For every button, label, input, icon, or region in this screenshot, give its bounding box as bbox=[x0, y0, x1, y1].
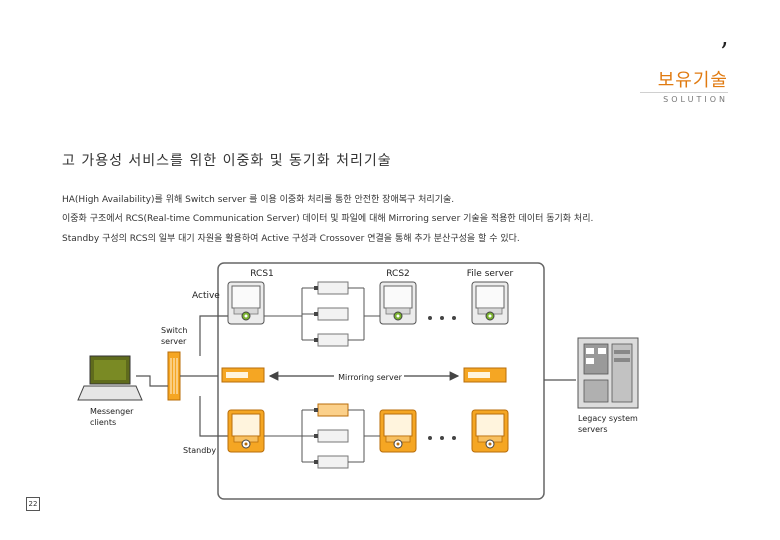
standby-process-1 bbox=[313, 403, 349, 417]
active-process-2 bbox=[313, 307, 349, 321]
file-standby-server bbox=[471, 409, 509, 453]
messenger-clients-label-1: Messenger bbox=[90, 407, 134, 416]
header-divider bbox=[640, 92, 728, 93]
active-process-3 bbox=[313, 333, 349, 347]
messenger-clients-label-2: clients bbox=[90, 418, 116, 427]
mirroring-server-label: Mirroring server bbox=[338, 373, 403, 382]
standby-process-2 bbox=[313, 429, 349, 443]
switch-server-label-1: Switch bbox=[161, 326, 187, 335]
page-number: 22 bbox=[26, 497, 40, 511]
header-quote-mark: ’ bbox=[720, 38, 729, 68]
section-subtitle: SOLUTION bbox=[663, 95, 728, 104]
body-line-1: HA(High Availability)를 위해 Switch server … bbox=[62, 195, 455, 205]
body-line-2: 이중화 구조에서 RCS(Real-time Communication Ser… bbox=[62, 214, 594, 224]
rcs2-active-server bbox=[379, 281, 417, 325]
body-line-3: Standby 구성의 RCS의 일부 대기 자원을 활용하여 Active 구… bbox=[62, 234, 520, 244]
server-cluster-frame bbox=[217, 262, 545, 500]
mirroring-device-right bbox=[463, 367, 507, 383]
legacy-label-1: Legacy system bbox=[578, 414, 638, 423]
active-ellipsis bbox=[428, 316, 456, 320]
rcs1-active-server bbox=[227, 281, 265, 325]
switch-server-label-2: server bbox=[161, 337, 187, 346]
switch-server-device bbox=[167, 351, 181, 401]
mirroring-device-left bbox=[221, 367, 265, 383]
standby-label: Standby bbox=[183, 446, 216, 455]
page-heading: 고 가용성 서비스를 위한 이중화 및 동기화 처리기술 bbox=[62, 153, 392, 169]
active-process-1 bbox=[313, 281, 349, 295]
rcs2-standby-server bbox=[379, 409, 417, 453]
legacy-system-icon bbox=[577, 337, 639, 409]
file-active-server bbox=[471, 281, 509, 325]
rcs2-label: RCS2 bbox=[386, 269, 410, 279]
section-title: 보유기술 bbox=[657, 70, 728, 91]
file-server-label: File server bbox=[467, 269, 514, 279]
active-label: Active bbox=[192, 291, 220, 301]
laptop-icon bbox=[77, 355, 143, 401]
legacy-label-2: servers bbox=[578, 425, 608, 434]
client-link bbox=[136, 375, 168, 387]
standby-process-3 bbox=[313, 455, 349, 469]
rcs1-label: RCS1 bbox=[250, 269, 274, 279]
standby-ellipsis bbox=[428, 436, 456, 440]
rcs1-standby-server bbox=[227, 409, 265, 453]
